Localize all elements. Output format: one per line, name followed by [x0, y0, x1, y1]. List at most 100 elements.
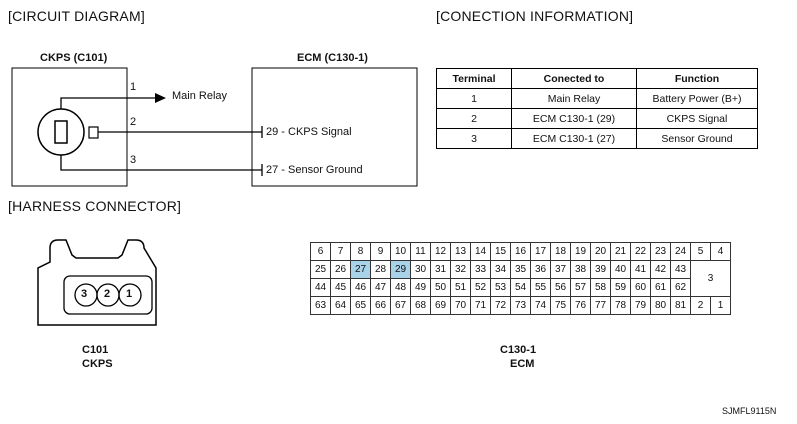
- ecm-pin-cell: 26: [330, 260, 351, 279]
- ecm-pin-cell: 19: [570, 242, 591, 261]
- ecm-pin-cell: 58: [590, 278, 611, 297]
- ecm-pin-cell: 59: [610, 278, 631, 297]
- ecm-pin-cell: 6: [310, 242, 331, 261]
- ecm-pin-cell: 71: [470, 296, 491, 315]
- pin2-number: 2: [130, 116, 137, 128]
- table-row: 3 ECM C130-1 (27) Sensor Ground: [436, 128, 758, 149]
- ecm-pin-cell: 63: [310, 296, 331, 315]
- ecm-pin-cell: 36: [530, 260, 551, 279]
- figure-id: SJMFL9115N: [722, 406, 777, 416]
- ecm-pin-cell: 11: [410, 242, 431, 261]
- ecm-pin-cell: 60: [630, 278, 651, 297]
- cell: Main Relay: [511, 88, 637, 109]
- ecm-pin-cell: 38: [570, 260, 591, 279]
- ecm-pin-cell: 8: [350, 242, 371, 261]
- ecm-pin-cell: 12: [430, 242, 451, 261]
- c101-name: CKPS: [82, 358, 113, 370]
- ecm-pin-cell: 28: [370, 260, 391, 279]
- ecm-pin-cell: 22: [630, 242, 651, 261]
- ecm-pin-cell: 61: [650, 278, 671, 297]
- ecm-pin-cell: 1: [710, 296, 731, 315]
- ckps-box: [11, 67, 128, 187]
- connection-info-header: [CONECTION INFORMATION]: [436, 8, 634, 24]
- ecm-pin-cell: 53: [490, 278, 511, 297]
- c101-caption: C101: [82, 344, 109, 356]
- ecm-pin-cell: 21: [610, 242, 631, 261]
- ckps-label: CKPS (C101): [40, 52, 108, 64]
- ecm-pin-cell: 14: [470, 242, 491, 261]
- ecm-pin-cell: 67: [390, 296, 411, 315]
- ecm-pin-cell: 35: [510, 260, 531, 279]
- ecm-pin-cell: 74: [530, 296, 551, 315]
- table-row: 2 ECM C130-1 (29) CKPS Signal: [436, 108, 758, 129]
- connection-table-header: Terminal Conected to Function: [436, 68, 758, 89]
- ecm-pin-29-label: 29 - CKPS Signal: [266, 126, 352, 138]
- ecm-pin-cell: 2: [690, 296, 711, 315]
- ecm-pin-cell: 4: [710, 242, 731, 261]
- ecm-pin-cell: 15: [490, 242, 511, 261]
- circuit-diagram-header: [CIRCUIT DIAGRAM]: [8, 8, 145, 24]
- ecm-pin-cell: 51: [450, 278, 471, 297]
- col-terminal: Terminal: [436, 68, 512, 89]
- ecm-pin-cell: 81: [670, 296, 691, 315]
- ecm-pin-cell: 72: [490, 296, 511, 315]
- ecm-pin-cell: 41: [630, 260, 651, 279]
- ecm-box: [251, 67, 418, 187]
- ecm-pin-cell: 30: [410, 260, 431, 279]
- ecm-connector-name: ECM: [510, 358, 535, 370]
- ecm-pin-cell: 33: [470, 260, 491, 279]
- ecm-pin-cell: 47: [370, 278, 391, 297]
- ecm-pin-cell: 44: [310, 278, 331, 297]
- ecm-pin-cell-merged: 3: [690, 260, 731, 297]
- ecm-pin-cell: 24: [670, 242, 691, 261]
- cell: 2: [436, 108, 512, 129]
- ecm-pin-cell: 68: [410, 296, 431, 315]
- ecm-pin-cell: 7: [330, 242, 351, 261]
- ecm-pin-cell: 13: [450, 242, 471, 261]
- ecm-pin-cell: 78: [610, 296, 631, 315]
- ecm-pin-cell: 42: [650, 260, 671, 279]
- ecm-pin-cell: 34: [490, 260, 511, 279]
- ecm-pin-27-label: 27 - Sensor Ground: [266, 164, 363, 176]
- ecm-pin-cell: 18: [550, 242, 571, 261]
- ecm-pin-cell: 77: [590, 296, 611, 315]
- ecm-pin-cell: 31: [430, 260, 451, 279]
- ecm-label: ECM (C130-1): [297, 52, 368, 64]
- ecm-connector-caption: C130-1: [500, 344, 537, 356]
- ecm-pin-cell: 62: [670, 278, 691, 297]
- wire-pin1: [60, 97, 156, 109]
- pin3-number: 3: [130, 154, 137, 166]
- cell: CKPS Signal: [636, 108, 758, 129]
- ecm-pin-cell: 75: [550, 296, 571, 315]
- ecm-pin-cell: 9: [370, 242, 391, 261]
- ecm-pin-cell: 32: [450, 260, 471, 279]
- ecm-pin-cell: 27: [350, 260, 371, 279]
- ecm-pin-cell: 66: [370, 296, 391, 315]
- ecm-pin-cell: 73: [510, 296, 531, 315]
- cell: Sensor Ground: [636, 128, 758, 149]
- ecm-pin-cell: 79: [630, 296, 651, 315]
- c101-inner: [63, 275, 153, 315]
- ecm-pin-cell: 70: [450, 296, 471, 315]
- ecm-pin-cell: 56: [550, 278, 571, 297]
- ecm-pin-cell: 43: [670, 260, 691, 279]
- ecm-pin-cell: 39: [590, 260, 611, 279]
- ecm-pin-cell: 16: [510, 242, 531, 261]
- col-function: Function: [636, 68, 758, 89]
- ecm-pin-cell: 69: [430, 296, 451, 315]
- ecm-pin-cell: 80: [650, 296, 671, 315]
- c101-pin1: [118, 283, 142, 307]
- table-row: 1 Main Relay Battery Power (B+): [436, 88, 758, 109]
- cell: ECM C130-1 (29): [511, 108, 637, 129]
- ecm-pin-cell: 17: [530, 242, 551, 261]
- sensor-core: [54, 120, 68, 144]
- c101-housing: [37, 239, 157, 326]
- wire-pin3: [60, 155, 262, 171]
- cell: 3: [436, 128, 512, 149]
- c101-pin-label-3: 3: [81, 288, 88, 300]
